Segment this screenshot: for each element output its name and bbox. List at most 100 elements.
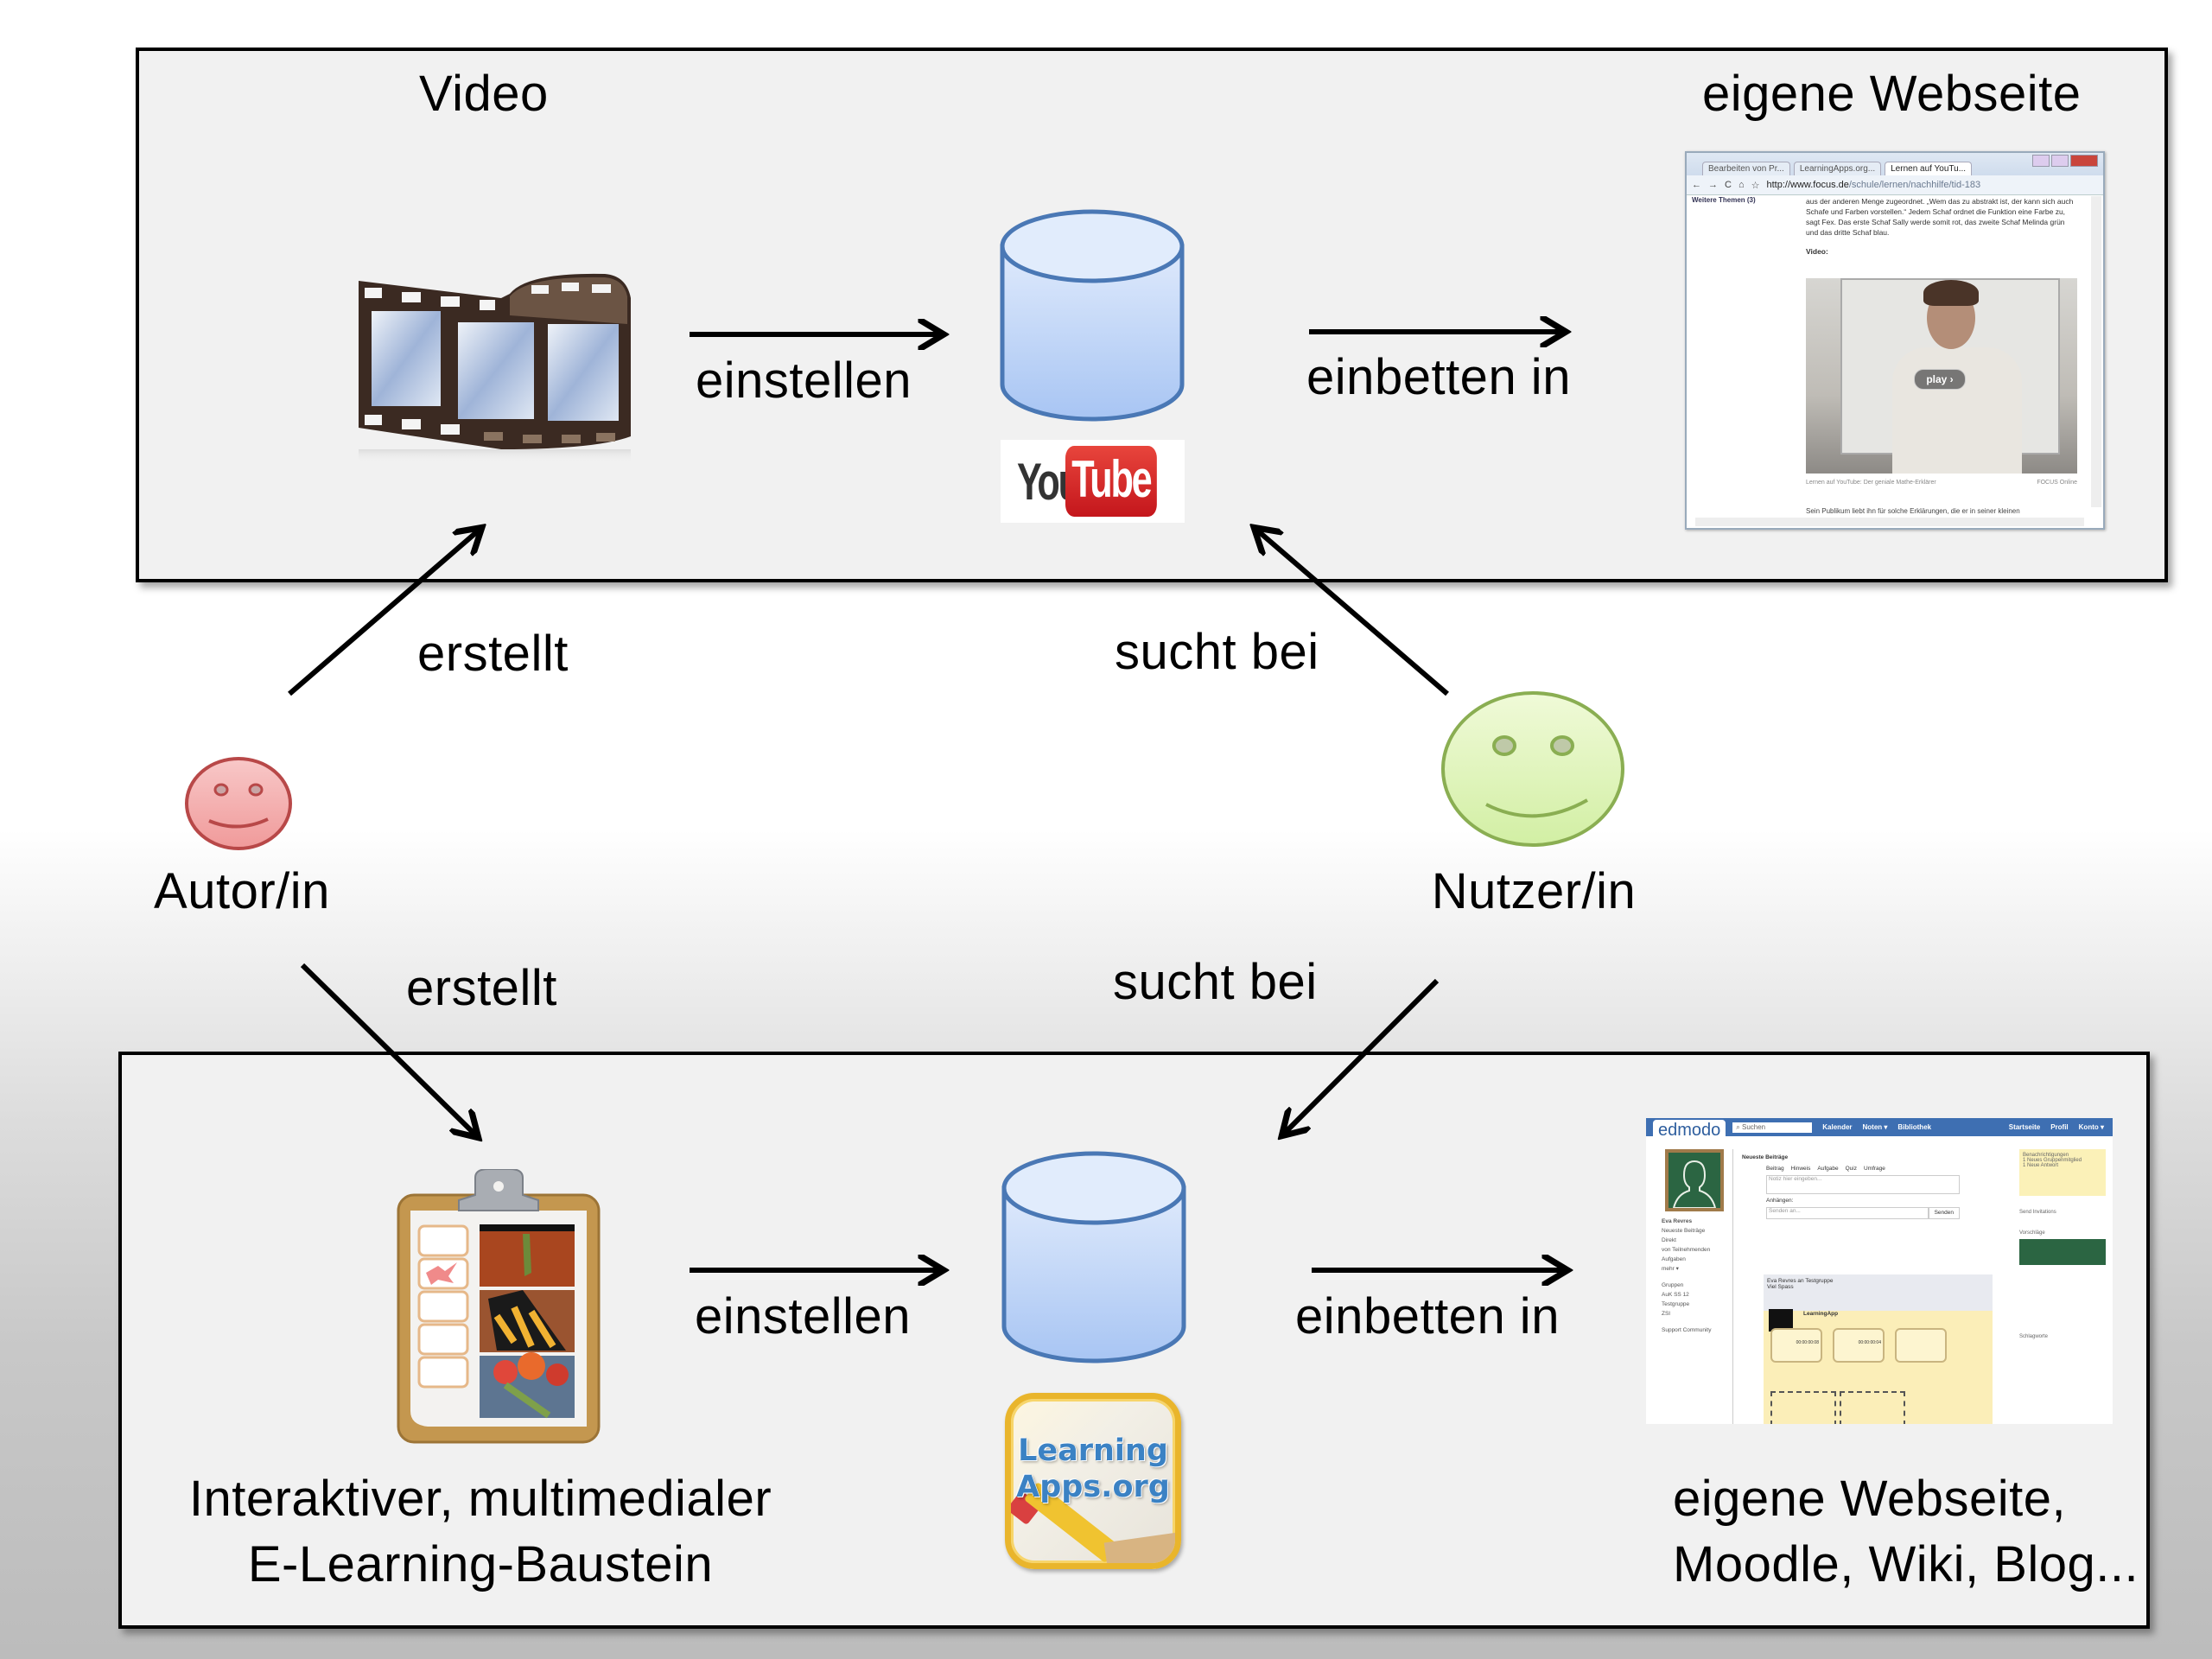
video-caption: Lernen auf YouTube: Der geniale Mathe-Er… — [1806, 480, 2077, 486]
film-strip-icon — [359, 273, 631, 462]
url-domain: http://www.focus.de — [1766, 180, 1849, 190]
group-item: Testgruppe — [1662, 1301, 1690, 1307]
media-clip: 00:00:00:04 — [1833, 1328, 1885, 1363]
suggestions-heading: Vorschläge — [2019, 1230, 2045, 1236]
embedded-video: play › — [1806, 278, 2077, 474]
elearning-label-line2: E-Learning-Baustein — [247, 1536, 714, 1592]
horizontal-scrollbar — [1695, 518, 2084, 526]
send-button: Senden — [1928, 1207, 1960, 1219]
article-paragraph: aus der anderen Menge zugeordnet. „Wem d… — [1806, 197, 2074, 237]
trailing-text: Sein Publikum liebt ihn für solche Erklä… — [1806, 507, 2020, 515]
user-smiley-icon — [1441, 691, 1624, 847]
vertical-scrollbar — [2091, 196, 2101, 507]
label-einstellen-top: einstellen — [695, 353, 912, 409]
feed-post: Eva Revres an Testgruppe Viel Spass Lear… — [1764, 1274, 1993, 1424]
drop-zone — [1770, 1391, 1836, 1424]
minimize-icon — [2032, 155, 2050, 167]
label-erstellt-bottom: erstellt — [406, 960, 557, 1016]
star-icon: ☆ — [1751, 180, 1760, 191]
media-clip — [1895, 1328, 1947, 1363]
author-smiley-icon — [185, 757, 292, 850]
label-einbetten-bottom: einbetten in — [1295, 1288, 1560, 1344]
menu-item: von Teilnehmenden — [1662, 1247, 1711, 1253]
edmodo-left-menu: Eva Revres Neueste Beiträge Direkt von T… — [1662, 1217, 1731, 1335]
learningapps-logo-line2: Apps.org — [1016, 1470, 1170, 1504]
post-text: Viel Spass — [1767, 1284, 1794, 1290]
caption-left: Lernen auf YouTube: Der geniale Mathe-Er… — [1806, 480, 1936, 486]
menu-item: Aufgaben — [1662, 1256, 1686, 1262]
website-label-line2: Moodle, Wiki, Blog... — [1673, 1536, 2139, 1592]
user-label: Nutzer/in — [1431, 863, 1637, 919]
browser-tab: Bearbeiten von Pr... — [1702, 162, 1790, 175]
caption-right: FOCUS Online — [2037, 480, 2077, 486]
website-screenshot-focus: Bearbeiten von Pr... LearningApps.org...… — [1685, 151, 2105, 530]
browser-tab: LearningApps.org... — [1793, 162, 1882, 175]
nav-item: Kalender — [1822, 1123, 1853, 1131]
user-avatar — [1665, 1149, 1724, 1211]
close-icon — [2070, 155, 2098, 167]
maximize-icon — [2051, 155, 2069, 167]
edmodo-search: ⌕ Suchen — [1732, 1122, 1813, 1133]
label-sucht-bei-top: sucht bei — [1115, 624, 1319, 680]
suggestion-banner — [2019, 1239, 2106, 1265]
groups-heading: Gruppen — [1662, 1282, 1684, 1288]
author-label: Autor/in — [154, 863, 330, 919]
learningapps-logo-line1: Learning — [1018, 1433, 1168, 1468]
notifications-panel: Benachrichtigungen 1 Neues Gruppenmitgli… — [2019, 1149, 2106, 1196]
browser-url-bar: ← → C ⌂ ☆ http://www.focus.de/schule/lernen/… — [1687, 175, 2103, 195]
website-label-line1: eigene Webseite, — [1673, 1471, 2067, 1527]
browser-tab-active: Lernen auf YouTu... — [1885, 162, 1973, 175]
edmodo-right-panel: Benachrichtigungen 1 Neues Gruppenmitgli… — [2019, 1149, 2106, 1339]
support-link: Support Community — [1662, 1327, 1712, 1333]
clipboard-icon — [397, 1169, 601, 1444]
media-clip: 00:00:00:08 — [1770, 1328, 1822, 1363]
nav-item: Profil — [2050, 1123, 2069, 1131]
learningapps-logo: Learning Apps.org — [1005, 1393, 1181, 1569]
user-name: Eva Revres — [1662, 1218, 1693, 1224]
post-author: Eva Revres an Testgruppe — [1767, 1278, 1834, 1284]
edmodo-logo: edmodo — [1653, 1119, 1726, 1141]
database-cylinder-icon — [1000, 209, 1185, 422]
website-screenshot-edmodo: edmodo ⌕ Suchen Kalender Noten ▾ Bibliot… — [1646, 1118, 2113, 1424]
edmodo-navbar: edmodo ⌕ Suchen Kalender Noten ▾ Bibliot… — [1646, 1118, 2113, 1141]
group-item: ZSI — [1662, 1311, 1671, 1317]
invite-heading: Send Invitations — [2019, 1210, 2056, 1215]
article-text: aus der anderen Menge zugeordnet. „Wem d… — [1806, 196, 2074, 257]
youtube-logo-tube: Tube — [1065, 446, 1157, 517]
drop-zone — [1840, 1391, 1905, 1424]
clapperboard-icon — [1769, 1309, 1793, 1332]
back-icon: ← — [1692, 180, 1701, 190]
reload-icon: C — [1725, 180, 1732, 190]
nav-item: Bibliothek — [1897, 1123, 1932, 1131]
menu-item: mehr ▾ — [1662, 1266, 1679, 1272]
website-title: eigene Webseite — [1702, 66, 2082, 122]
note-input: Notiz hier eingeben... — [1766, 1175, 1960, 1194]
url-path: /schule/lernen/nachhilfe/tid-183 — [1848, 180, 1981, 190]
forward-icon: → — [1708, 180, 1718, 190]
label-einstellen-bottom: einstellen — [694, 1288, 912, 1344]
elearning-label-line1: Interaktiver, multimedialer — [188, 1471, 772, 1527]
group-item: AuK SS 12 — [1662, 1292, 1689, 1298]
menu-item: Neueste Beiträge — [1662, 1228, 1706, 1234]
nav-item: Konto ▾ — [2078, 1123, 2104, 1131]
play-button: play › — [1914, 369, 1966, 390]
send-to-input: Senden an... — [1766, 1207, 1929, 1219]
home-icon: ⌂ — [1738, 180, 1745, 190]
sidebar-text: Weitere Themen (3) — [1692, 196, 1756, 204]
menu-item: Direkt — [1662, 1237, 1676, 1243]
feed-heading: Neueste Beiträge — [1742, 1154, 1789, 1160]
window-controls — [2032, 155, 2098, 167]
nav-item: Noten ▾ — [1862, 1123, 1888, 1131]
post-app-name: LearningApp — [1803, 1311, 1839, 1317]
tags-heading: Schlagworte — [2019, 1334, 2049, 1339]
label-erstellt-top: erstellt — [417, 626, 569, 682]
attach-label: Anhängen: — [1766, 1198, 1794, 1204]
video-title: Video — [419, 66, 549, 122]
youtube-logo: You Tube — [1001, 440, 1185, 523]
video-heading: Video: — [1806, 247, 1828, 256]
database-cylinder-icon — [1001, 1151, 1186, 1363]
nav-item: Startseite — [2008, 1123, 2041, 1131]
label-sucht-bei-bottom: sucht bei — [1113, 954, 1318, 1010]
